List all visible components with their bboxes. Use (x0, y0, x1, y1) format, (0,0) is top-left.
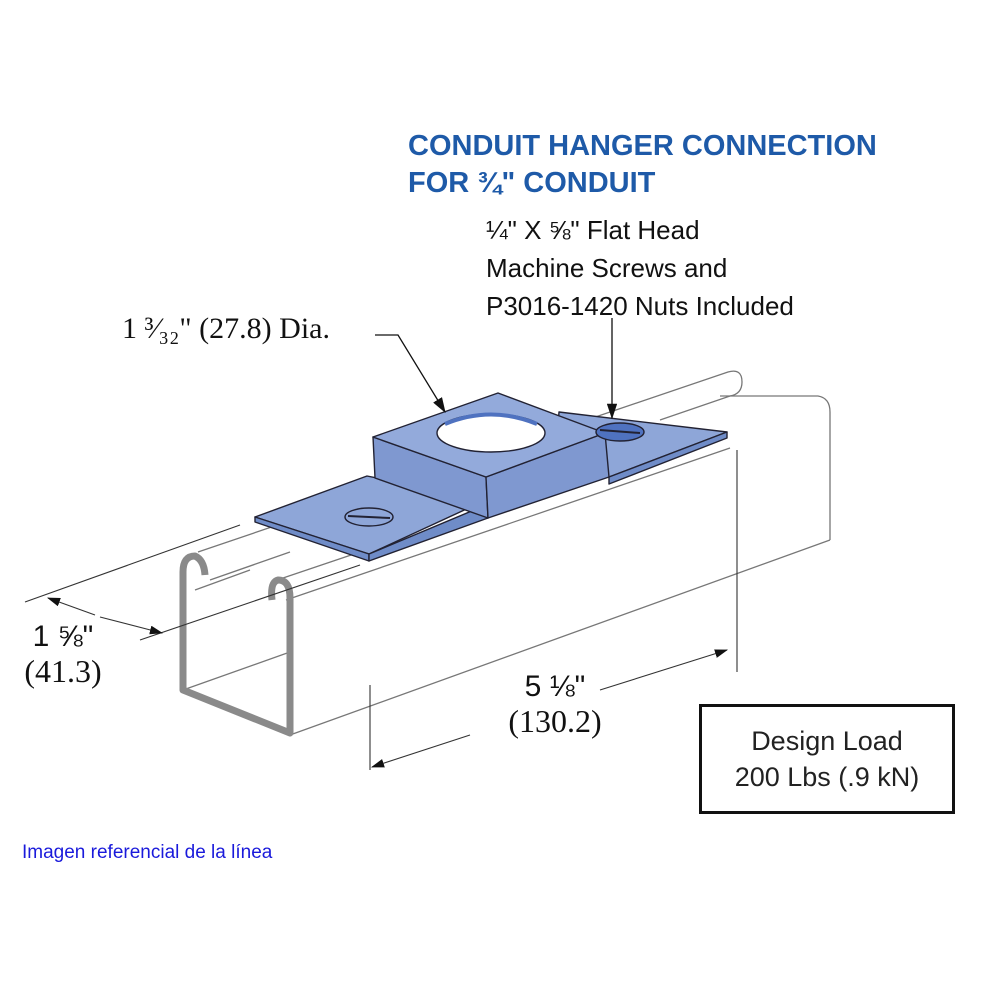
screws-callout-line-3: P3016-1420 Nuts Included (486, 291, 794, 321)
length-dimension: 5 ⅛" (130.2) (490, 670, 620, 738)
screws-callout-line-2: Machine Screws and (486, 253, 728, 283)
hole-diameter-callout: 1 ³⁄₃₂" (27.8) Dia. (122, 312, 330, 345)
dimension-lines (24, 450, 738, 770)
width-dimension: 1 ⅝" (41.3) (8, 620, 118, 688)
conduit-hanger-bracket (254, 392, 728, 562)
length-mm: (130.2) (508, 703, 602, 739)
leader-lines (375, 318, 618, 420)
screws-callout-line-1: ¼" X ⅝" Flat Head (486, 215, 700, 245)
channel-profile (179, 552, 294, 737)
title-line-1: CONDUIT HANGER CONNECTION (408, 130, 877, 162)
reference-image-note: Imagen referencial de la línea (22, 842, 273, 863)
design-load-label: Design Load (751, 726, 903, 756)
width-mm: (41.3) (24, 653, 102, 689)
design-load-value: 200 Lbs (.9 kN) (734, 762, 920, 792)
width-inches: 1 ⅝" (32, 620, 94, 653)
length-inches: 5 ⅛" (524, 670, 586, 703)
title-line-2: FOR ¾" CONDUIT (408, 167, 656, 199)
strut-channel (182, 370, 831, 736)
design-load-box: Design Load 200 Lbs (.9 kN) (699, 704, 955, 814)
